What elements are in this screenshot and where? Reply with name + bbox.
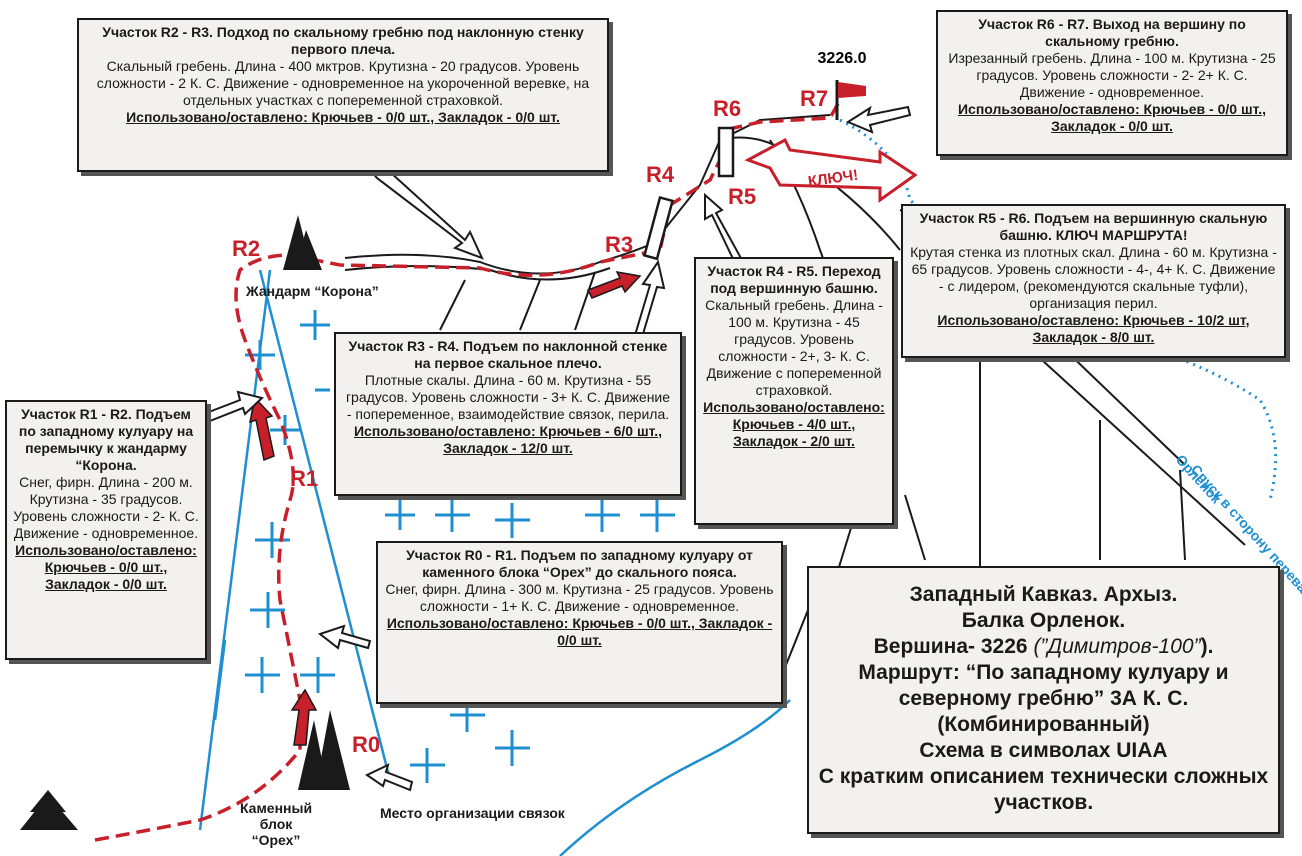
region-line: Западный Кавказ. Архыз. — [909, 583, 1178, 606]
label-r3: R3 — [605, 232, 634, 257]
section-title: Участок R6 - R7. Выход на вершину по ска… — [978, 16, 1246, 49]
section-title: Участок R2 - R3. Подход по скальному гре… — [102, 24, 584, 57]
block-label-line2: “Орех” — [251, 832, 301, 848]
peak-name: Вершина- 3226 — [873, 635, 1028, 658]
gendarme-label: Жандарм “Корона” — [246, 283, 379, 299]
label-r0: R0 — [352, 732, 381, 757]
section-title: Участок R5 - R6. Подъем на вершинную ска… — [919, 210, 1268, 243]
peak-line-end: ). — [1200, 635, 1214, 658]
block-label: Каменный блок “Орех” — [226, 800, 326, 848]
section-r5-r6: Участок R5 - R6. Подъем на вершинную ска… — [901, 204, 1286, 358]
route-type-line: (Комбинированный) — [937, 713, 1150, 736]
peak-alias: (”Димитров-100” — [1033, 635, 1201, 658]
section-bars — [642, 126, 735, 261]
section-title: Участок R0 - R1. Подъем по западному кул… — [406, 547, 753, 580]
route-line: Маршрут: “По западному кулуару и северно… — [858, 661, 1229, 710]
section-title: Участок R4 - R5. Переход под вершинную б… — [707, 263, 881, 296]
section-used: Использовано/оставлено: Крючьев - 0/0 шт… — [15, 542, 197, 592]
scheme-line: Схема в символах UIAA — [919, 739, 1168, 762]
section-desc: Снег, фирн. Длина - 300 м. Крутизна - 25… — [385, 581, 774, 614]
route-path — [94, 99, 842, 842]
description-line: С кратким описанием технически сложных у… — [818, 765, 1269, 814]
section-used: Использовано/оставлено: Крючьев - 0/0 шт… — [957, 101, 1267, 134]
couloir-lines — [198, 269, 791, 856]
section-r0-r1: Участок R0 - R1. Подъем по западному кул… — [376, 541, 783, 704]
section-desc: Крутая стенка из плотных скал. Длина - 6… — [910, 244, 1277, 311]
label-r7: R7 — [800, 86, 829, 111]
section-desc: Изрезанный гребень. Длина - 100 м. Крути… — [948, 50, 1276, 100]
section-title: Участок R1 - R2. Подъем по западному кул… — [18, 406, 194, 473]
rock-peaks — [20, 215, 350, 830]
section-title: Участок R3 - R4. Подъем по наклонной сте… — [348, 338, 668, 371]
peak-height: 3226.0 — [818, 50, 867, 67]
label-r1: R1 — [290, 466, 319, 491]
section-r6-r7: Участок R6 - R7. Выход на вершину по ска… — [936, 10, 1288, 156]
key-arrow — [744, 137, 918, 203]
summit-flag — [835, 80, 866, 120]
section-desc: Снег, фирн. Длина - 200 м. Крутизна - 35… — [13, 474, 199, 541]
key-label: КЛЮЧ! — [807, 167, 859, 191]
section-used: Использовано/оставлено: Крючьев - 6/0 шт… — [353, 423, 663, 456]
section-desc: Скальный гребень. Длина - 100 м. Крутизн… — [705, 297, 883, 398]
snow-marks — [245, 310, 675, 783]
label-r5: R5 — [728, 184, 757, 209]
section-desc: Скальный гребень. Длина - 400 мктров. Кр… — [96, 58, 590, 108]
route-info-box: Западный Кавказ. Архыз. Балка Орленок. В… — [807, 566, 1280, 834]
peak-line: Вершина- 3226 (”Димитров-100”). — [817, 634, 1270, 660]
section-r1-r2: Участок R1 - R2. Подъем по западному кул… — [5, 400, 207, 660]
label-r6: R6 — [713, 96, 742, 121]
label-r2: R2 — [232, 236, 261, 261]
rope-place-label: Место организации связок — [380, 805, 565, 821]
section-r3-r4: Участок R3 - R4. Подъем по наклонной сте… — [334, 332, 682, 496]
label-r4: R4 — [646, 162, 675, 187]
section-desc: Плотные скалы. Длина - 60 м. Крутизна - … — [345, 372, 671, 422]
section-r4-r5: Участок R4 - R5. Переход под вершинную б… — [694, 257, 894, 525]
block-label-line1: Каменный блок — [239, 800, 313, 832]
section-used: Использовано/оставлено: Крючьев - 0/0 шт… — [126, 109, 560, 125]
route-arrows — [248, 271, 642, 746]
section-used: Использовано/оставлено: Крючьев - 4/0 шт… — [703, 399, 885, 449]
section-used: Использовано/оставлено: Крючьев - 0/0 шт… — [386, 615, 773, 648]
section-r2-r3: Участок R2 - R3. Подход по скальному гре… — [77, 18, 609, 172]
valley-line: Балка Орленок. — [961, 609, 1126, 632]
section-used: Использовано/оставлено: Крючьев - 10/2 ш… — [937, 312, 1250, 345]
